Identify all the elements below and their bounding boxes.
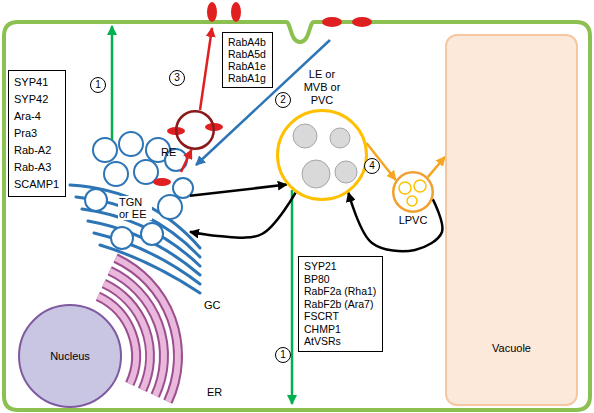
recycling-endosome-membrane: [176, 111, 214, 149]
endocytosis-arrow: [196, 40, 330, 165]
compartment-label: Nucleus: [50, 350, 90, 362]
secretion-arrow: [291, 190, 294, 404]
protein-name: BP80: [304, 273, 376, 286]
recycling-endosome-outline: [175, 110, 215, 150]
transport-arrow: [428, 157, 445, 177]
protein-name: RabA1g: [228, 72, 266, 84]
callout-number: 4: [364, 158, 380, 174]
compartment-label: LPVC: [399, 214, 428, 226]
protein-name: Rab-A2: [14, 142, 59, 159]
tgn-vesicles: [85, 132, 193, 249]
recycling-arrow: [200, 28, 212, 110]
compartment-label: ER: [207, 386, 222, 398]
protein-name: CHMP1: [304, 323, 376, 336]
callout-number: 1: [90, 77, 106, 93]
late-prevacuolar-compartment-membrane: [393, 172, 433, 212]
prevacuolar-compartment-outline: [276, 109, 368, 201]
compartment-label: GC: [204, 299, 221, 311]
golgi-stack: [70, 185, 200, 293]
transport-arrow: [190, 185, 287, 196]
cell-membrane: [4, 22, 590, 410]
tgn-region: TGN or EE: [100, 172, 190, 240]
prevacuolar-compartment: LE or MVB or PVC: [276, 109, 368, 201]
protein-list-box: SYP41SYP42Ara-4Pra3Rab-A2Rab-A3SCAMP1: [8, 70, 66, 197]
mvb-vesicles: [293, 124, 357, 188]
protein-name: RabA5d: [228, 48, 266, 60]
protein-name: FSCRT: [304, 310, 376, 323]
secretion-arrow: [111, 26, 114, 140]
prevacuolar-compartment-membrane: [278, 111, 367, 200]
protein-name: RabF2a (Rha1): [304, 285, 376, 298]
callout-number: 2: [275, 92, 291, 108]
golgi-label: GC: [203, 299, 221, 313]
protein-name: AtVSRs: [304, 335, 376, 348]
protein-name: SYP21: [304, 260, 376, 273]
protein-name: RabF2b (Ara7): [304, 298, 376, 311]
protein-name: Rab-A3: [14, 159, 59, 176]
transport-arrow: [190, 193, 296, 238]
vacuole: Vacuole: [445, 34, 578, 406]
protein-name: RabA4b: [228, 36, 266, 48]
protein-name: Pra3: [14, 125, 59, 142]
nucleus-membrane: [19, 305, 121, 407]
protein-list-box: SYP21BP80RabF2a (Rha1)RabF2b (Ara7)FSCRT…: [298, 256, 383, 352]
late-prevacuolar-compartment: LPVC: [392, 171, 434, 213]
callout-number: 1: [275, 347, 291, 363]
protein-name: Ara-4: [14, 108, 59, 125]
callout-number: 3: [169, 70, 185, 86]
protein-name: SYP42: [14, 91, 59, 108]
transport-arrow: [181, 150, 192, 172]
compartment-label: RE: [161, 146, 176, 158]
compartment-label: LE or MVB or PVC: [299, 68, 345, 107]
compartment-label: Vacuole: [492, 342, 531, 354]
late-prevacuolar-compartment-outline: [392, 171, 434, 213]
protein-list-box: RabA4bRabA5dRabA1eRabA1g: [222, 32, 273, 88]
recycling-endosome: RE: [175, 110, 215, 150]
protein-name: SCAMP1: [14, 176, 59, 193]
lpvc-vesicles: [399, 180, 426, 206]
compartment-label: TGN or EE: [118, 196, 152, 220]
cargo-receptors: [153, 2, 372, 186]
nucleus: Nucleus: [18, 304, 122, 408]
protein-name: SYP41: [14, 74, 59, 91]
er-label: ER: [206, 386, 224, 400]
protein-name: RabA1e: [228, 60, 266, 72]
